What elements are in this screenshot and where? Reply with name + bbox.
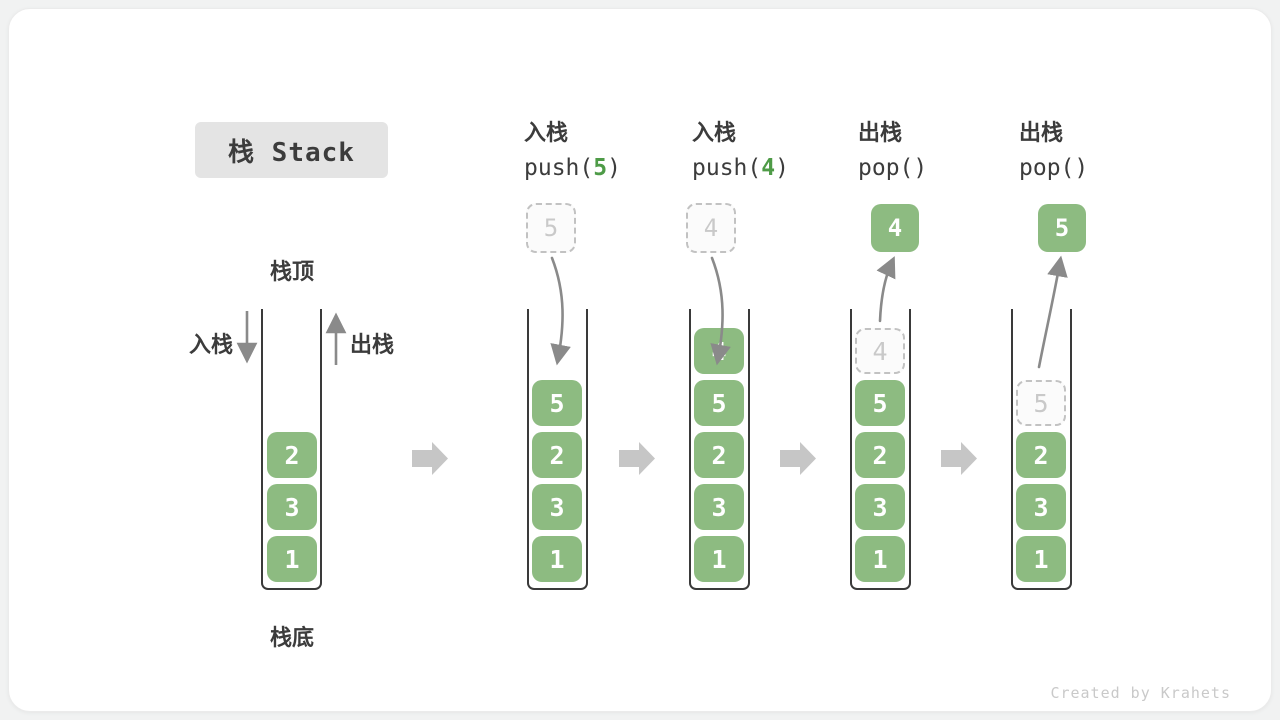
column-header-push5: 入栈 push(5) (524, 115, 621, 181)
label-push: 入栈 (188, 332, 233, 357)
floating-solid-block: 5 (1038, 204, 1086, 252)
label-stack-top: 栈顶 (269, 259, 314, 284)
flow-right-arrow-icon (412, 442, 448, 475)
code-arg: 4 (761, 155, 776, 181)
stack-block: 1 (1016, 536, 1066, 582)
code-suffix: ) (1074, 155, 1089, 181)
diagram-card: 栈 Stack 栈顶 栈底 入栈 出栈 入栈 push(5) 入栈 push(4… (8, 8, 1272, 712)
code-arg: 5 (593, 155, 608, 181)
header-cn-label: 入栈 (524, 120, 569, 145)
label-pop: 出栈 (350, 332, 395, 357)
title-text: 栈 Stack (228, 137, 355, 168)
code-prefix: push( (692, 155, 762, 181)
code-suffix: ) (913, 155, 928, 181)
title-badge: 栈 Stack (195, 122, 388, 178)
header-cn-label: 入栈 (692, 120, 737, 145)
stack-block: 2 (532, 432, 582, 478)
column-header-push4: 入栈 push(4) (692, 115, 789, 181)
stack-block: 5 (694, 380, 744, 426)
ghost-block: 4 (855, 328, 905, 374)
stack-block: 2 (694, 432, 744, 478)
stack-block: 3 (694, 484, 744, 530)
flow-right-arrow-icon (619, 442, 655, 475)
stack-block: 5 (532, 380, 582, 426)
code-prefix: pop( (1019, 155, 1075, 181)
ghost-block: 5 (1016, 380, 1066, 426)
header-code: pop() (858, 155, 927, 181)
column-header-pop5: 出栈 pop() (1019, 115, 1088, 181)
stack-block: 2 (267, 432, 317, 478)
header-code: push(4) (692, 155, 789, 181)
stack-block: 3 (1016, 484, 1066, 530)
stack-block: 3 (267, 484, 317, 530)
watermark: Created by Krahets (1050, 684, 1231, 702)
floating-dashed-block: 5 (526, 203, 576, 253)
column-header-pop4: 出栈 pop() (858, 115, 927, 181)
arrows-overlay (236, 255, 1068, 475)
flow-right-arrow-icon (780, 442, 816, 475)
header-cn-label: 出栈 (1019, 120, 1064, 145)
stack-block: 1 (694, 536, 744, 582)
stack-block: 2 (855, 432, 905, 478)
floating-solid-block: 4 (871, 204, 919, 252)
stack-block: 3 (855, 484, 905, 530)
stack-block: 1 (855, 536, 905, 582)
code-prefix: push( (524, 155, 594, 181)
flow-right-arrow-icon (941, 442, 977, 475)
stack-block: 2 (1016, 432, 1066, 478)
header-code: pop() (1019, 155, 1088, 181)
header-cn-label: 出栈 (858, 120, 903, 145)
stack-block: 1 (267, 536, 317, 582)
stack-block: 4 (694, 328, 744, 374)
code-prefix: pop( (858, 155, 914, 181)
stack-block: 3 (532, 484, 582, 530)
code-suffix: ) (775, 155, 789, 181)
code-suffix: ) (607, 155, 621, 181)
floating-dashed-block: 4 (686, 203, 736, 253)
header-code: push(5) (524, 155, 621, 181)
label-stack-bottom: 栈底 (269, 625, 314, 650)
stack-block: 5 (855, 380, 905, 426)
stack-block: 1 (532, 536, 582, 582)
